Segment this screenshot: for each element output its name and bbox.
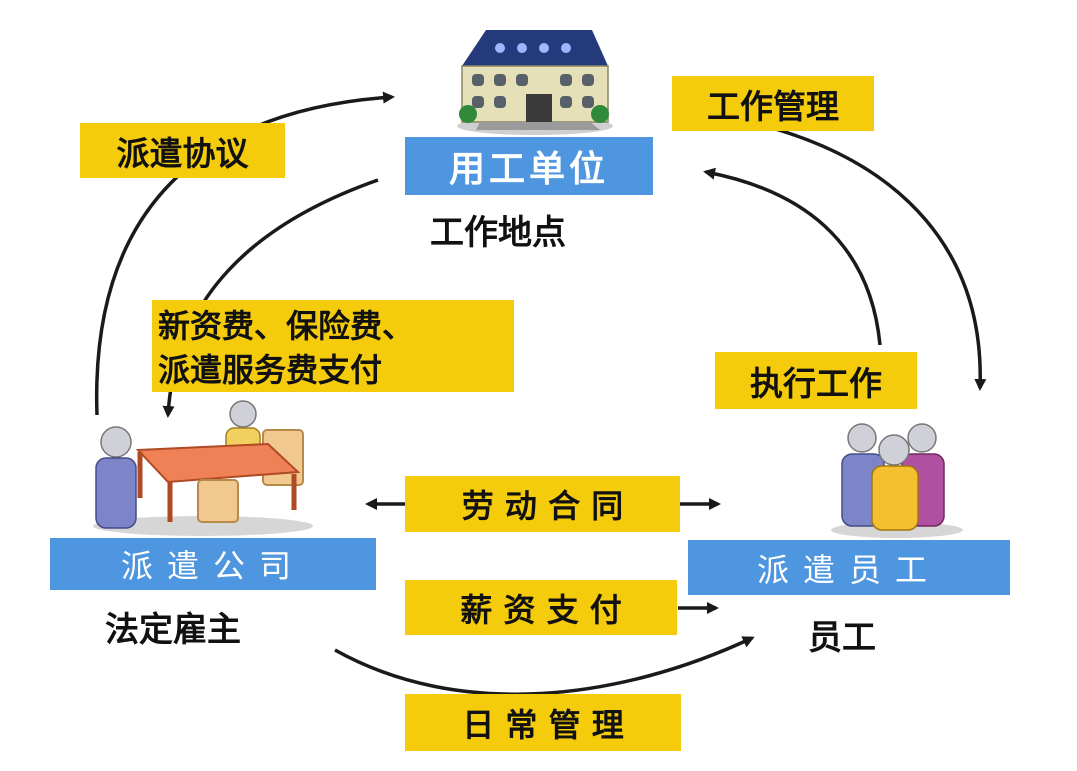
labor-contract-label: 劳 动 合 同 xyxy=(405,476,680,532)
employee-name-badge: 派遣员工 xyxy=(688,540,1010,595)
dispatch-agreement-label: 派遣协议 xyxy=(80,123,285,178)
payments-line-2: 派遣服务费支付 xyxy=(158,351,383,389)
office-building-icon xyxy=(457,30,613,135)
work-management-label: 工作管理 xyxy=(672,76,874,131)
execute-work-label: 执行工作 xyxy=(715,352,917,409)
client-name-badge: 用工单位 xyxy=(405,137,653,195)
daily-management-label: 日 常 管 理 xyxy=(405,694,681,751)
agency-caption: 法定雇主 xyxy=(105,610,241,650)
arrow-daily-management xyxy=(334,636,755,696)
payments-line-1: 新资费、保险费、 xyxy=(158,307,415,345)
client-caption: 工作地点 xyxy=(430,213,566,253)
payments-label: 新资费、保险费、 派遣服务费支付 xyxy=(152,300,514,392)
employees-group-icon xyxy=(831,423,963,538)
agency-name-badge: 派遣公司 xyxy=(50,538,376,590)
employee-caption: 员工 xyxy=(808,618,876,658)
arrow-employee-to-client xyxy=(703,167,882,346)
salary-payment-label: 薪 资 支 付 xyxy=(405,580,677,635)
arrow-agency-to-client xyxy=(94,91,395,416)
company-meeting-icon xyxy=(93,400,313,536)
arrow-client-to-employee xyxy=(771,126,987,391)
